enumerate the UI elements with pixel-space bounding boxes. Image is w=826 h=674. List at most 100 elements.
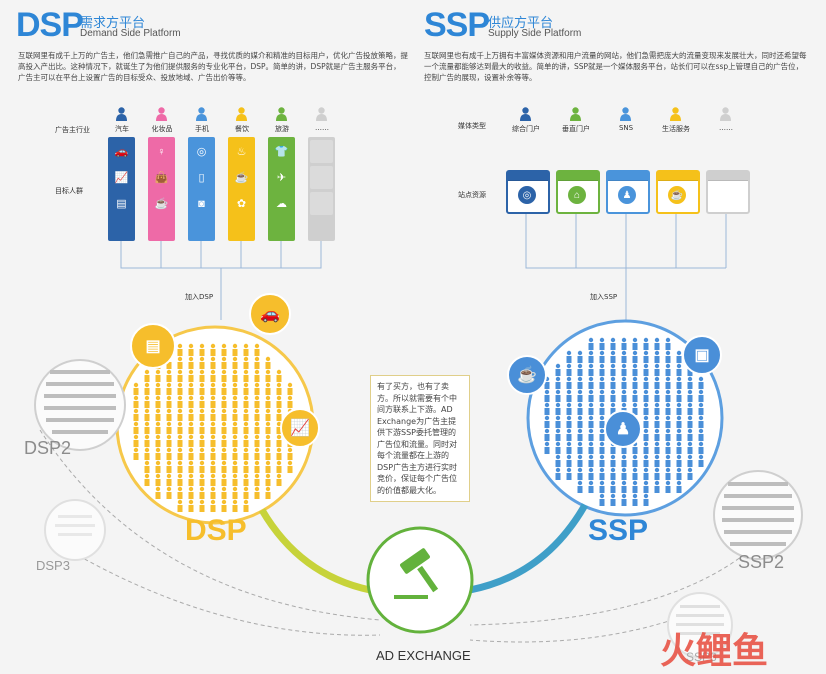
person-icon [665,454,671,467]
dsp3-circle [44,499,106,561]
person-icon [544,441,550,454]
person-icon [254,460,260,473]
person-icon [254,421,260,434]
person-icon [276,473,282,486]
person-icon [265,369,271,382]
person-icon [232,460,238,473]
person-icon [177,473,183,486]
person-icon [676,428,682,441]
person-icon [632,493,638,506]
person-icon [621,350,627,363]
person-icon [177,382,183,395]
person-icon [221,343,227,356]
person-icon [610,389,616,402]
person-icon [232,447,238,460]
card-icon: ▤ [116,198,127,210]
ssp-row-label: 媒体类型 [458,122,486,130]
person-icon [698,428,704,441]
person-icon [698,415,704,428]
person-icon [588,480,594,493]
dsp2-label: DSP2 [24,438,72,458]
person-icon [265,473,271,486]
site-vertical: ⌂ [556,170,600,214]
person-icon [133,447,139,460]
dsp3-people [55,515,95,536]
person-icon [566,428,572,441]
person-icon [232,421,238,434]
cloud-icon: ☁ [276,198,287,210]
person-icon [665,480,671,493]
person-icon [643,337,649,350]
person-icon [276,447,282,460]
person-icon [276,408,282,421]
person-icon [254,408,260,421]
person-icon [654,415,660,428]
person-icon [199,382,205,395]
dsp-category-label: …… [315,124,329,132]
person-icon [210,434,216,447]
person-icon [265,356,271,369]
person-icon [221,421,227,434]
ssp-circle-label: SSP [588,514,649,547]
site-sns: ♟ [606,170,650,214]
dsp-row-label: 广告主行业 [55,126,90,134]
person-icon [577,350,583,363]
person-icon [577,454,583,467]
noodle-icon: ♨ [236,146,247,158]
person-icon [177,486,183,499]
person-icon [588,363,594,376]
person-icon [243,473,249,486]
person-icon [621,467,627,480]
person-icon [210,473,216,486]
person-icon [632,350,638,363]
person-icon [643,350,649,363]
person-icon [577,415,583,428]
person-icon [676,376,682,389]
person-icon [588,428,594,441]
person-icon [210,369,216,382]
person-icon [643,389,649,402]
person-icon [254,382,260,395]
person-icon [155,395,161,408]
person-icon [210,408,216,421]
person-icon [555,467,561,480]
person-icon [155,421,161,434]
person-icon [610,337,616,350]
person-icon [144,395,150,408]
exchange-label: AD EXCHANGE [376,648,471,663]
person-icon [243,395,249,408]
person-icon [133,421,139,434]
person-icon [210,382,216,395]
person-icon [676,363,682,376]
bag-icon: ⌂ [568,186,586,204]
person-icon [654,337,660,350]
person-icon [144,460,150,473]
ssp-people [544,337,704,506]
person-icon [555,389,561,402]
person-icon [188,434,194,447]
plane-icon: ✈ [276,172,287,184]
person-icon [676,415,682,428]
person-icon [588,415,594,428]
person-icon [654,376,660,389]
person-icon [588,467,594,480]
person-icon [654,428,660,441]
person-icon [243,369,249,382]
person-icon [199,369,205,382]
person-icon [599,402,605,415]
person-icon [254,447,260,460]
person-icon [643,467,649,480]
person-icon [254,473,260,486]
person-icon [676,454,682,467]
user-icon [196,107,207,121]
person-icon [166,408,172,421]
person-icon [577,402,583,415]
person-icon [144,434,150,447]
ssp3-people [676,605,724,635]
ssp-category-label: 综合门户 [512,125,540,133]
person-icon [599,454,605,467]
person-icon [610,376,616,389]
person-icon [210,499,216,512]
person-icon [632,454,638,467]
person-icon [254,486,260,499]
